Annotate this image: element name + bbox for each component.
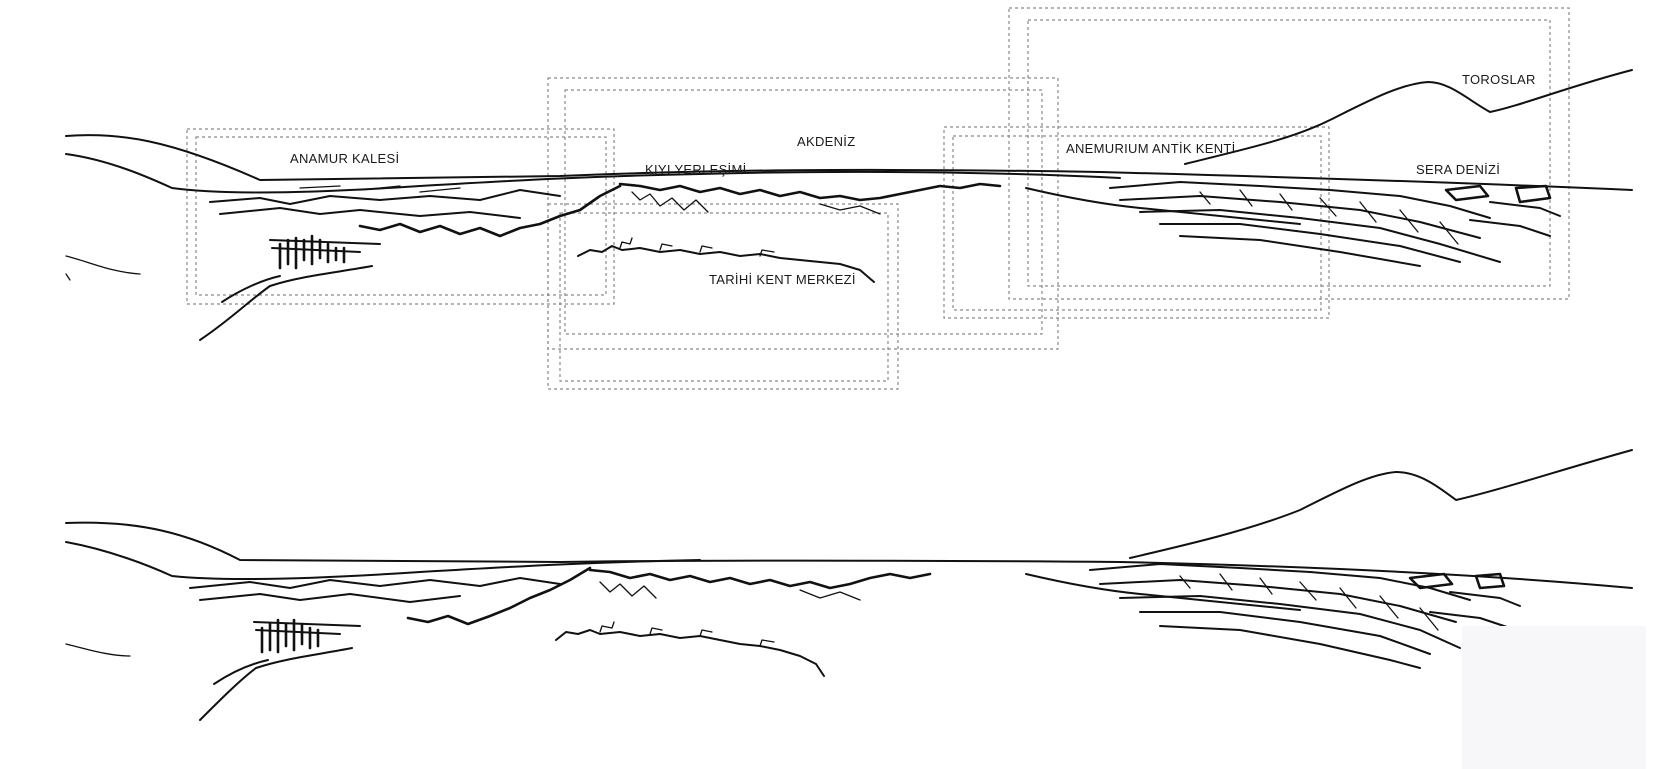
frame-tarihi-kent-inner xyxy=(559,212,889,382)
coast-line-top xyxy=(65,153,1121,194)
toroslar-ridge-bottom xyxy=(1129,449,1633,559)
tarihi-kent-merkezi-sketch-top xyxy=(577,237,875,283)
coast-line-bottom xyxy=(65,541,701,580)
label-kiyi-yerlesimi: KIYI YERLEŞİMİ xyxy=(645,162,747,177)
label-anamur-kalesi: ANAMUR KALESİ xyxy=(290,151,399,166)
region-frames xyxy=(186,7,1570,390)
paper-patch xyxy=(1462,626,1646,769)
anamur-kalesi-sketch-bottom xyxy=(65,566,592,721)
kiyi-yerlesimi-sketch-top xyxy=(618,182,1002,215)
label-tarihi-kent-merkezi: TARİHİ KENT MERKEZİ xyxy=(709,272,856,287)
sera-denizi-sketch-top xyxy=(1025,181,1561,267)
frame-anamur-kalesi-outer xyxy=(186,128,615,305)
frame-anemurium-inner xyxy=(952,135,1322,311)
toroslar-ridge-top xyxy=(1184,69,1633,165)
frame-toroslar-inner xyxy=(1027,19,1551,287)
label-sera-denizi: SERA DENİZİ xyxy=(1416,162,1500,177)
tarihi-kent-merkezi-sketch-bottom xyxy=(555,621,825,677)
anamur-kalesi-sketch-top xyxy=(65,184,622,341)
frame-akdeniz-outer xyxy=(547,77,1059,350)
frame-tarihi-kent-outer xyxy=(547,203,899,390)
frame-akdeniz-inner xyxy=(564,89,1043,335)
kiyi-yerlesimi-sketch-bottom xyxy=(588,568,932,601)
label-akdeniz: AKDENİZ xyxy=(797,134,855,149)
annotated-panorama: ANAMUR KALESİ AKDENİZ KIYI YERLEŞİMİ TAR… xyxy=(65,7,1633,390)
label-toroslar: TOROSLAR xyxy=(1462,72,1536,87)
sera-denizi-sketch-bottom xyxy=(1025,563,1521,669)
label-anemurium-antik-kenti: ANEMURIUM ANTİK KENTİ xyxy=(1066,141,1236,156)
horizon-line-bottom xyxy=(65,521,1633,589)
horizon-line-top xyxy=(65,134,1633,191)
plain-panorama xyxy=(65,449,1633,721)
frame-toroslar-outer xyxy=(1008,7,1570,300)
frame-anamur-kalesi-inner xyxy=(195,136,607,296)
